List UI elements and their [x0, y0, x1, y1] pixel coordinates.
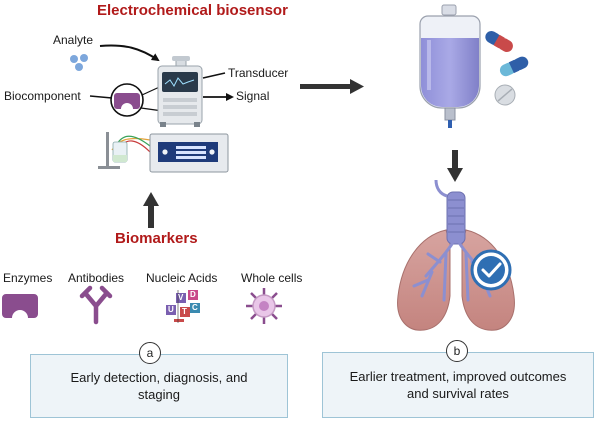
title-biomarkers: Biomarkers: [115, 230, 198, 247]
nucleotide-u: U: [168, 305, 174, 314]
transducer-pointer: [202, 72, 226, 79]
panel-b-marker: b: [446, 340, 468, 362]
biosensor-device-icon: [157, 56, 203, 127]
analyte-dots-icon: [70, 54, 88, 71]
panel-b-line2: and survival rates: [407, 386, 509, 401]
nucleic-acid-icon: [166, 290, 200, 323]
checkmark-icon: [470, 249, 512, 291]
right-arrow: [300, 79, 364, 94]
panel-a-line2: staging: [138, 387, 180, 402]
biocomponent-pointer: [89, 95, 113, 99]
up-arrow: [143, 192, 159, 228]
label-whole-cells: Whole cells: [241, 271, 303, 285]
nucleotide-c: C: [192, 303, 198, 312]
iv-bag-icon: [419, 4, 481, 128]
potentiostat-setup-icon: [98, 132, 229, 173]
label-biocomponent: Biocomponent: [4, 89, 81, 103]
panel-a-line1: Early detection, diagnosis, and: [70, 370, 248, 385]
analyte-arrow: [99, 44, 160, 62]
panel-b-line1: Earlier treatment, improved outcomes: [349, 369, 567, 384]
nucleotide-v: V: [178, 293, 184, 302]
panel-b-text: Earlier treatment, improved outcomes and…: [350, 368, 567, 402]
antibody-icon: [79, 285, 113, 325]
label-antibodies: Antibodies: [68, 271, 125, 285]
panel-a-box: Early detection, diagnosis, and staging: [30, 354, 288, 418]
pills-icon: [485, 31, 529, 106]
label-nucleic-acids: Nucleic Acids: [146, 271, 218, 285]
title-electrochemical-biosensor: Electrochemical biosensor: [97, 2, 288, 19]
nucleotide-t: T: [182, 307, 187, 316]
panel-a-text: Early detection, diagnosis, and staging: [70, 369, 247, 403]
label-analyte: Analyte: [53, 33, 94, 47]
whole-cell-icon: [246, 288, 282, 324]
down-arrow: [447, 150, 463, 182]
nucleotide-d: D: [190, 290, 196, 299]
panel-a-marker: a: [139, 342, 161, 364]
label-enzymes: Enzymes: [3, 271, 53, 285]
enzyme-icon: [2, 294, 38, 318]
label-signal: Signal: [236, 89, 270, 103]
label-transducer: Transducer: [228, 66, 289, 80]
